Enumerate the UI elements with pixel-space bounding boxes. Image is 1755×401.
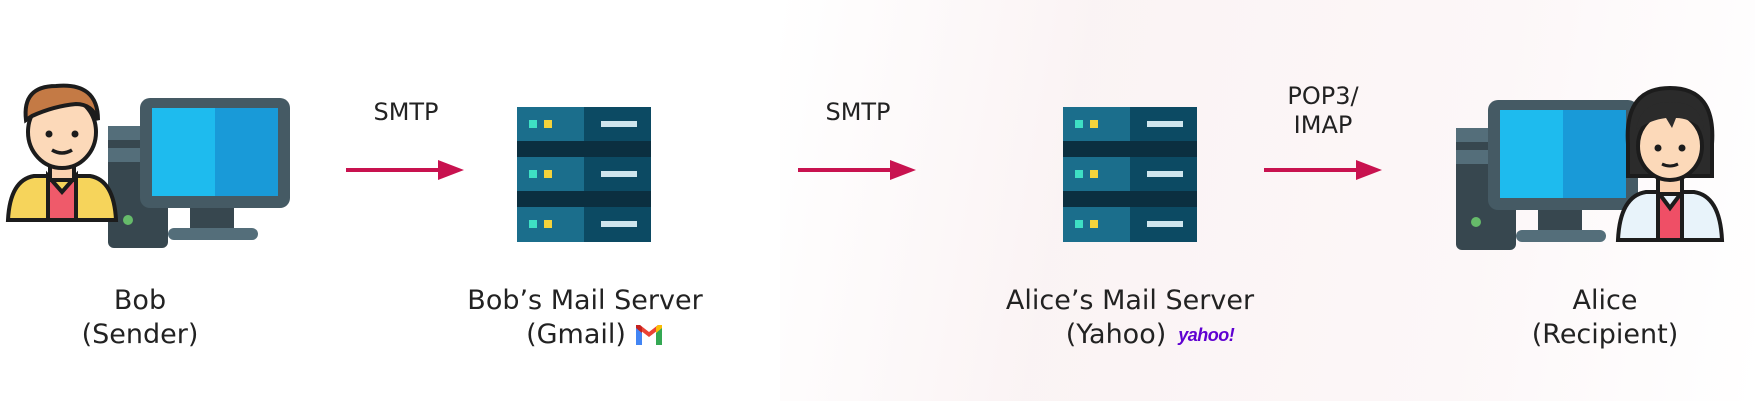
bob-name: Bob (113, 285, 167, 316)
woman-avatar-icon (1615, 85, 1725, 242)
bob-node (0, 80, 300, 250)
alice-node (1440, 84, 1750, 254)
alice-server-name: Alice’s Mail Server (1005, 285, 1255, 316)
alice-server-provider: (Yahoo) yahoo! (1065, 319, 1235, 350)
alice-label: Alice (Recipient) (1500, 284, 1710, 352)
bob-server-name: Bob’s Mail Server (467, 285, 703, 316)
smtp-label-2: SMTP (825, 98, 891, 126)
smtp-label-1: SMTP (373, 98, 439, 126)
yahoo-logo: yahoo! (1178, 325, 1235, 345)
bob-server-label: Bob’s Mail Server (Gmail) (455, 284, 715, 352)
alice-server-label: Alice’s Mail Server (Yahoo) yahoo! (995, 284, 1265, 352)
desktop-computer-icon (108, 98, 290, 248)
server-rack-icon (1063, 107, 1197, 242)
arrow-right-icon (346, 160, 464, 180)
alice-name: Alice (1572, 285, 1638, 316)
gmail-logo-icon (635, 325, 662, 345)
arrow-right-icon (798, 160, 916, 180)
man-avatar-icon (5, 83, 119, 222)
bob-server-provider: (Gmail) (455, 318, 715, 352)
bob-role: (Sender) (81, 319, 199, 350)
arrow-right-icon (1264, 160, 1382, 180)
server-rack-icon (517, 107, 651, 242)
pop3-imap-label: POP3/ IMAP (1287, 82, 1359, 139)
desktop-computer-icon (1456, 100, 1638, 250)
bob-label: Bob (Sender) (40, 284, 240, 352)
alice-role: (Recipient) (1531, 319, 1679, 350)
